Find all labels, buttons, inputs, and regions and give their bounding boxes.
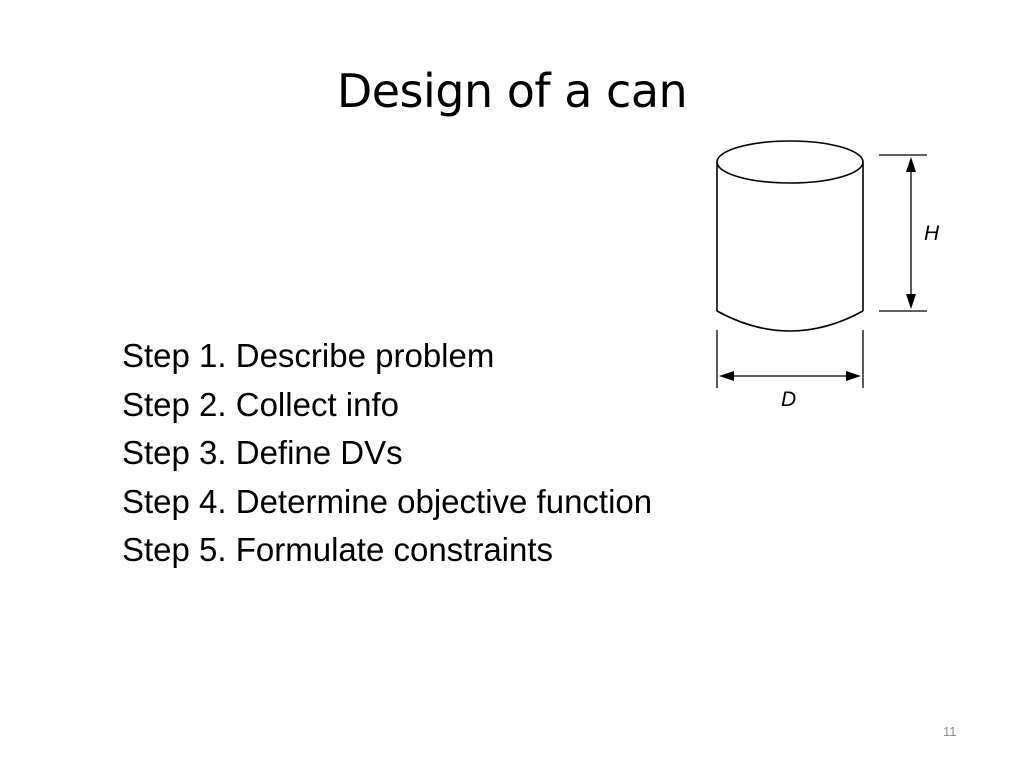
diameter-arrow-right: [846, 371, 861, 381]
diameter-label: D: [781, 388, 796, 411]
can-diagram: H D: [716, 140, 940, 411]
height-label: H: [924, 222, 940, 245]
step-2: Step 2. Collect info: [122, 385, 399, 423]
steps-list: Step 1. Describe problem Step 2. Collect…: [122, 332, 652, 575]
step-4: Step 4. Determine objective function: [122, 482, 653, 520]
can-bottom-arc: [716, 310, 864, 332]
height-arrow-up: [906, 157, 916, 172]
step-3: Step 3. Define DVs: [122, 434, 403, 471]
diameter-arrow-left: [719, 371, 734, 381]
step-5: Step 5. Formulate constraints: [122, 531, 554, 568]
page-number: 11: [943, 724, 957, 739]
height-arrow-down: [906, 294, 916, 309]
can-top-ellipse: [716, 140, 864, 184]
step-1: Step 1. Describe problem: [122, 337, 495, 374]
slide-title: Design of a can: [336, 64, 688, 118]
